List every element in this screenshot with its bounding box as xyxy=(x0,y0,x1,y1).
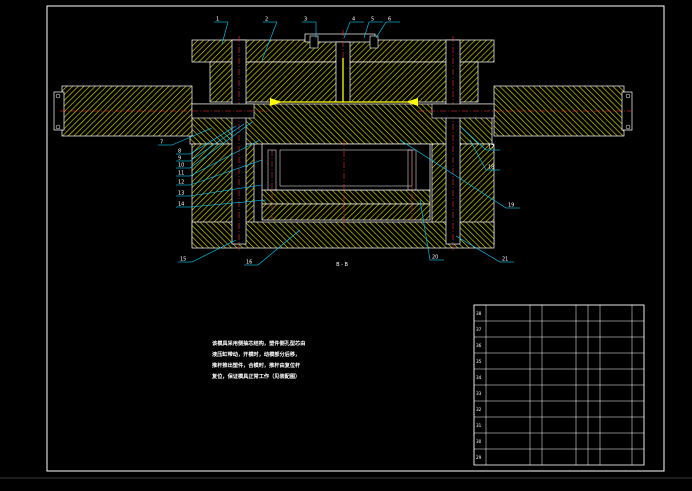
callout: 7 xyxy=(158,127,213,146)
callout-number: 16 xyxy=(246,260,252,266)
callout: 11 xyxy=(176,139,261,177)
callout: 8 xyxy=(176,125,237,155)
core-insert xyxy=(261,143,431,191)
callout-number: 3 xyxy=(304,17,307,23)
callout-number: 14 xyxy=(178,202,184,208)
callout-number: 21 xyxy=(502,257,508,263)
ejector-retainer-plate xyxy=(261,189,431,205)
callout: 12 xyxy=(176,159,263,186)
callout: 9 xyxy=(176,123,245,162)
callout: 10 xyxy=(176,121,253,169)
callout-number: 1 xyxy=(216,17,219,23)
callout-number: 5 xyxy=(371,17,374,23)
table-cell: 36 xyxy=(476,343,482,348)
callout: 3 xyxy=(302,17,317,38)
callout: 17 xyxy=(461,127,500,151)
callout: 2 xyxy=(261,17,278,61)
ejector-plate xyxy=(261,203,431,221)
callout-number: 15 xyxy=(180,257,186,263)
callout-number: 11 xyxy=(178,171,184,177)
table-cell: 29 xyxy=(476,455,482,460)
guide-pillar-left xyxy=(231,36,247,250)
callout: 15 xyxy=(178,239,237,263)
callout-number: 9 xyxy=(178,156,181,162)
callout-number: 6 xyxy=(388,17,391,23)
callout-number: 20 xyxy=(432,255,438,261)
table-cell: 32 xyxy=(476,407,482,412)
table-cell: 33 xyxy=(476,391,482,396)
callout: 1 xyxy=(214,17,229,45)
table-cell: 30 xyxy=(476,439,482,444)
table-cell: 34 xyxy=(476,375,482,380)
callout: 4 xyxy=(343,17,364,39)
callout-number: 13 xyxy=(178,191,184,197)
callout-number: 10 xyxy=(178,163,184,169)
callout: 16 xyxy=(244,229,301,266)
callout-number: 17 xyxy=(488,145,494,151)
table-cell: 37 xyxy=(476,327,482,332)
callout-number: 12 xyxy=(178,180,184,186)
guide-pillar-right xyxy=(445,36,461,250)
callout: 14 xyxy=(176,199,267,208)
callout-number: 7 xyxy=(160,140,163,146)
callout: 19 xyxy=(399,139,520,209)
callout: 13 xyxy=(176,184,263,197)
table-cell: 38 xyxy=(476,311,482,316)
callout: 18 xyxy=(469,139,500,171)
callout: 6 xyxy=(375,17,400,39)
note-line: 推杆推出塑件，合模时，推杆由复位杆 xyxy=(212,361,301,369)
callout-number: 19 xyxy=(508,203,514,209)
hydraulic-cylinder-right xyxy=(418,85,633,137)
hydraulic-cylinder-left xyxy=(53,85,270,137)
note-line: 液压缸带动，开模时，动模部分后移， xyxy=(212,350,300,358)
mold-assembly xyxy=(53,30,633,250)
callout: 5 xyxy=(363,17,383,39)
callout-number: 8 xyxy=(178,149,181,155)
table-cell: 31 xyxy=(476,423,482,428)
note-line: 复位，保证模具正常工作（见装配图） xyxy=(211,372,300,380)
technical-notes: 该模具采用侧抽芯结构，塑件侧孔型芯由 液压缸带动，开模时，动模部分后移， 推杆推… xyxy=(211,339,305,380)
drawing-frame xyxy=(0,5,692,479)
note-line: 该模具采用侧抽芯结构，塑件侧孔型芯由 xyxy=(212,339,305,347)
callout: 20 xyxy=(419,199,444,261)
callout-number: 2 xyxy=(265,17,268,23)
parts-list-table: 38 37 36 35 34 33 32 31 30 29 xyxy=(473,304,645,466)
callout: 21 xyxy=(455,235,514,263)
callout-number: 18 xyxy=(488,165,494,171)
runner-system xyxy=(270,58,418,106)
section-label: B - B xyxy=(336,262,348,268)
callout-number: 4 xyxy=(352,17,355,23)
table-cell: 35 xyxy=(476,359,482,364)
